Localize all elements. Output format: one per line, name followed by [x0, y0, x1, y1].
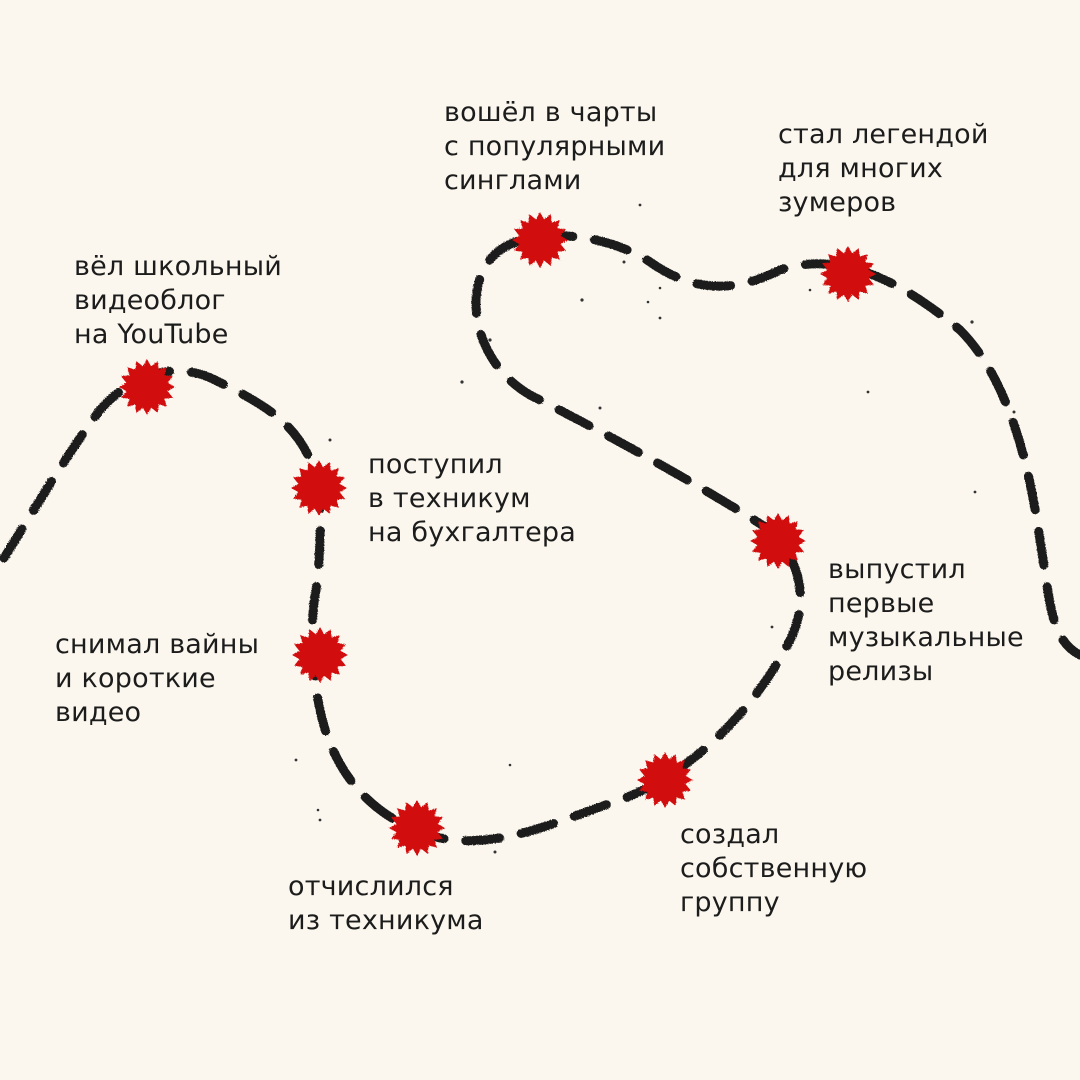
dashed-route-line — [0, 231, 1080, 846]
label-legend: стал легендой для многих зумеров — [778, 119, 989, 218]
milestone-markers — [119, 212, 876, 856]
marker-youtube-red-burst-star-icon — [119, 359, 175, 415]
label-technikum: поступил в техникум на бухгалтера — [368, 449, 577, 548]
label-expelled: отчислился из техникума — [288, 871, 484, 936]
label-vines: снимал вайны и короткие видео — [55, 629, 260, 728]
label-releases: выпустил первые музыкальные релизы — [828, 554, 1024, 687]
paper-specks — [294, 203, 1016, 854]
marker-vines-red-burst-star-icon — [292, 627, 348, 683]
marker-legend-red-burst-star-icon — [820, 246, 876, 302]
marker-band-red-burst-star-icon — [637, 752, 693, 808]
marker-charts-red-burst-star-icon — [512, 212, 568, 268]
label-band: создал собственную группу — [680, 819, 868, 918]
marker-technikum-red-burst-star-icon — [291, 460, 347, 516]
label-youtube: вёл школьный видеоблог на YouTube — [74, 251, 282, 350]
marker-releases-red-burst-star-icon — [750, 513, 806, 569]
marker-expelled-red-burst-star-icon — [389, 800, 445, 856]
label-charts: вошёл в чарты с популярными синглами — [444, 97, 666, 196]
